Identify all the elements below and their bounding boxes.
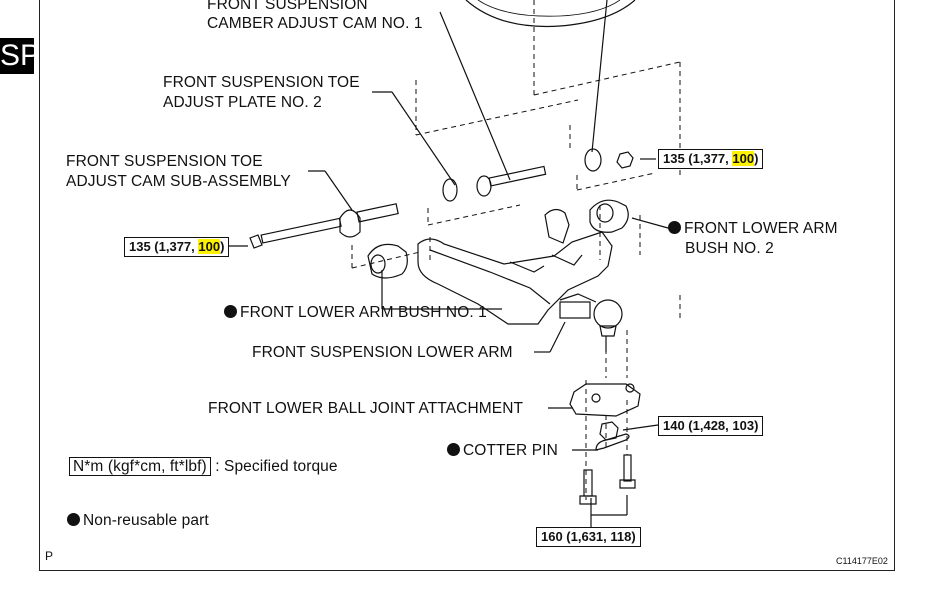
nonreusable-bullet-icon [224,305,237,318]
diagram-frame [39,0,895,571]
torque-upper-right: 135 (1,377, 100) [658,149,764,169]
footer-page-marker: P [45,549,54,563]
label-toe-plate-line1: FRONT SUSPENSION TOE [163,74,360,91]
label-lower-arm: FRONT SUSPENSION LOWER ARM [252,344,513,361]
figure-code: C114177E02 [836,556,888,566]
torque-nut: 140 (1,428, 103) [658,416,764,436]
label-toe-plate-line2: ADJUST PLATE NO. 2 [163,94,322,111]
section-tab: SP [0,38,41,74]
legend-nonreusable: Non-reusable part [67,511,209,531]
label-ball-joint-attachment: FRONT LOWER BALL JOINT ATTACHMENT [208,400,524,417]
legend-unit-box: N*m (kgf*cm, ft*lbf) [69,457,211,476]
label-camber-cam-line1: FRONT SUSPENSION [207,0,368,13]
nonreusable-bullet-icon [447,443,460,456]
label-camber-cam-line2: CAMBER ADJUST CAM NO. 1 [207,15,423,32]
nonreusable-bullet-icon [668,221,681,234]
label-bush-no1: FRONT LOWER ARM BUSH NO. 1 [224,303,487,323]
legend-torque: N*m (kgf*cm, ft*lbf) : Specified torque [69,457,338,477]
label-bush-no2-line1: FRONT LOWER ARM [668,219,838,239]
torque-left: 135 (1,377, 100) [124,237,230,257]
label-bush-no2-line2: BUSH NO. 2 [685,240,774,257]
torque-bolts: 160 (1,631, 118) [536,527,641,547]
label-toe-cam-line2: ADJUST CAM SUB-ASSEMBLY [66,173,291,190]
label-cotter-pin: COTTER PIN [447,441,558,461]
nonreusable-bullet-icon [67,513,80,526]
label-toe-cam-line1: FRONT SUSPENSION TOE [66,153,263,170]
